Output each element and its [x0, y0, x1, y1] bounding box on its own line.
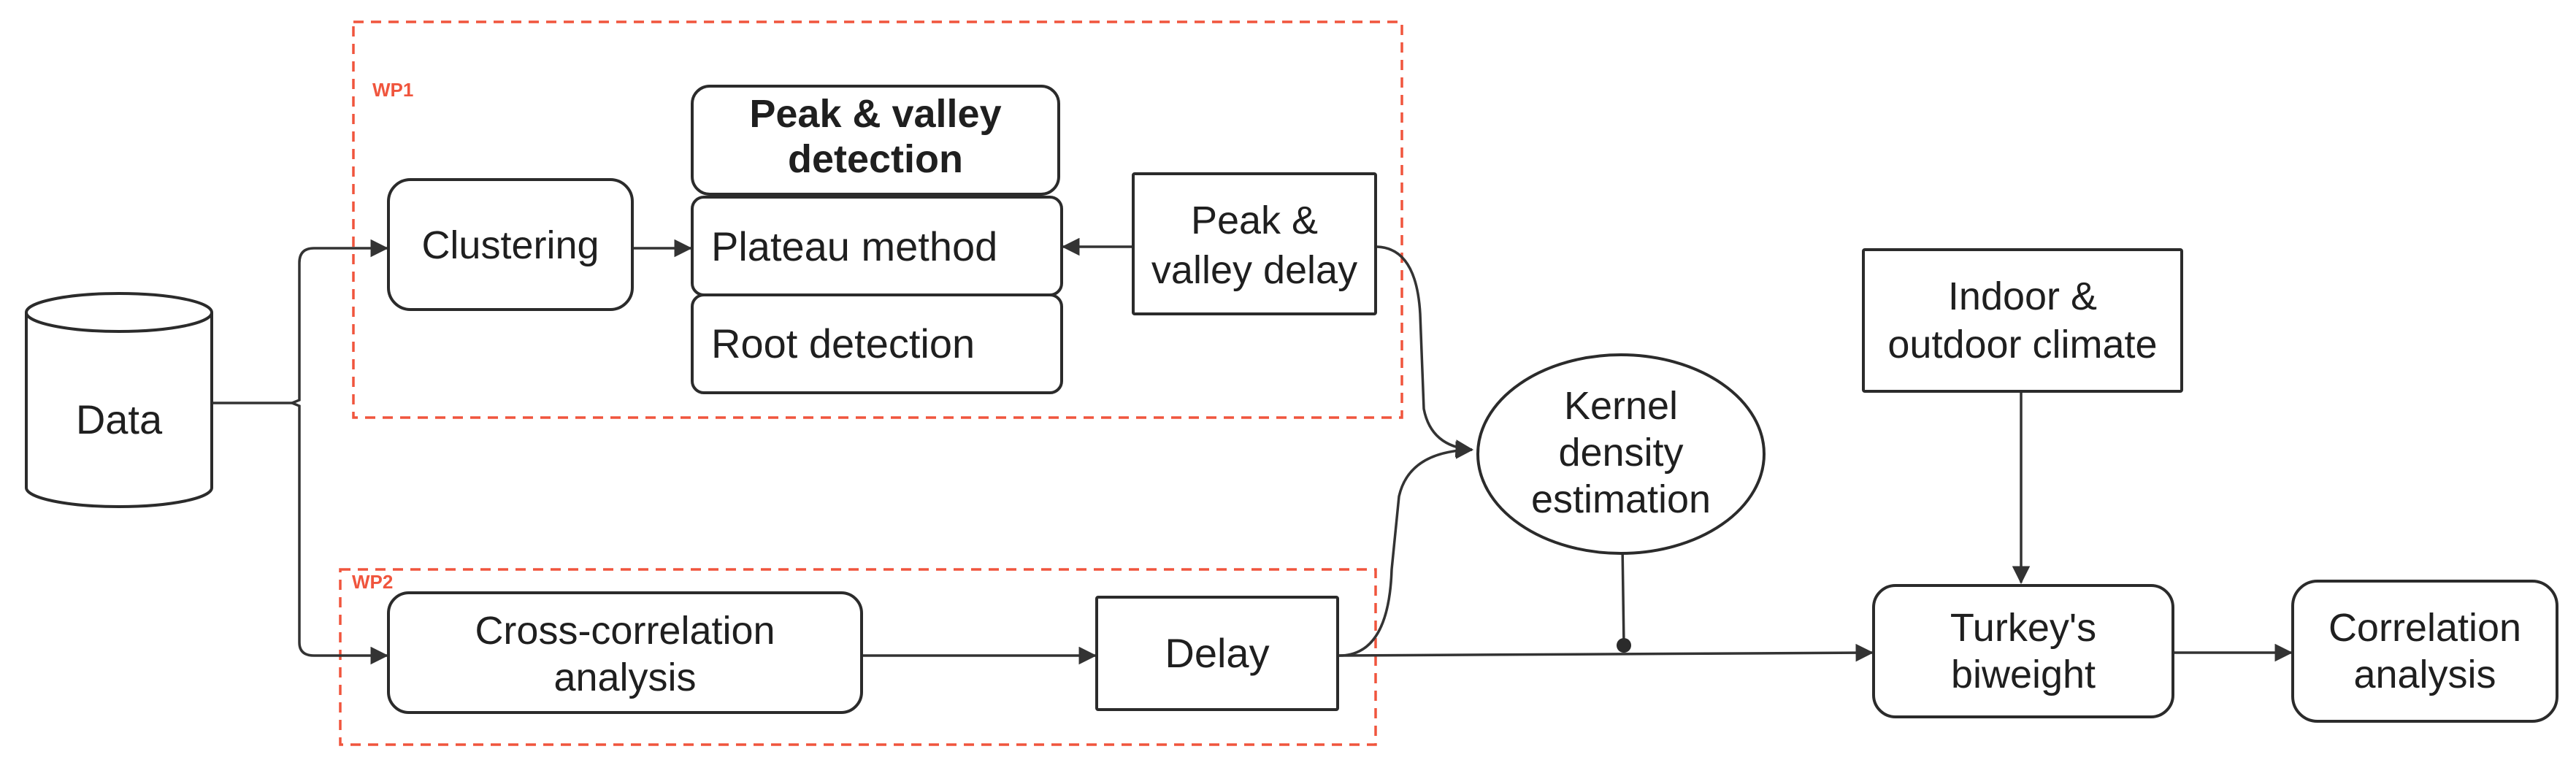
edge-data-to-clustering	[291, 239, 389, 404]
correlation-analysis-node: Correlation analysis	[2291, 580, 2558, 723]
peak-valley-delay-node: Peak & valley delay	[1132, 172, 1377, 315]
data-label: Data	[76, 396, 163, 442]
kernel-density-node: Kernel density estimation	[1476, 353, 1766, 555]
edge-peakdelay-to-kernel	[1376, 245, 1474, 458]
turkeys-biweight-node: Turkey's biweight	[1872, 584, 2174, 718]
data-cylinder: Data	[25, 292, 213, 508]
edges	[212, 237, 2293, 665]
kernel-density-line3: estimation	[1531, 477, 1711, 521]
turkeys-biweight-line1: Turkey's	[1950, 606, 2096, 650]
clustering-node: Clustering	[387, 178, 634, 311]
delay-node: Delay	[1095, 596, 1339, 711]
correlation-analysis-line1: Correlation	[2328, 606, 2521, 650]
junction-dot	[1617, 638, 1631, 653]
cross-correlation-line2: analysis	[553, 656, 696, 699]
delay-label: Delay	[1165, 630, 1269, 676]
peak-valley-detection-line2: detection	[788, 137, 963, 181]
wp1-frame: WP1	[352, 20, 1403, 419]
edge-data-to-cross-correlation	[291, 402, 389, 665]
wp2-frame: WP2	[339, 568, 1377, 746]
climate-line2: outdoor climate	[1887, 323, 2157, 366]
root-detection-label: Root detection	[711, 320, 975, 366]
clustering-label: Clustering	[421, 223, 599, 267]
climate-node: Indoor & outdoor climate	[1862, 248, 2183, 393]
peak-valley-detection-node: Peak & valley detection	[691, 85, 1060, 196]
climate-line1: Indoor &	[1948, 274, 2097, 318]
turkeys-biweight-line2: biweight	[1951, 653, 2096, 696]
edge-delay-to-kernel	[1337, 441, 1474, 657]
correlation-analysis-line2: analysis	[2353, 653, 2496, 696]
kernel-density-line2: density	[1558, 431, 1683, 475]
wp2-label: WP2	[352, 571, 393, 593]
peak-valley-delay-line2: valley delay	[1151, 248, 1357, 292]
root-detection-node: Root detection	[691, 293, 1063, 394]
edge-kernel-to-junction	[1621, 544, 1625, 646]
kernel-density-line1: Kernel	[1564, 384, 1678, 428]
peak-valley-detection-line1: Peak & valley	[749, 92, 1001, 136]
cross-correlation-node: Cross-correlation analysis	[387, 591, 863, 714]
edge-delay-to-biweight	[1337, 643, 1874, 662]
cross-correlation-line1: Cross-correlation	[475, 609, 775, 653]
peak-valley-delay-line1: Peak &	[1191, 199, 1318, 242]
plateau-method-label: Plateau method	[711, 223, 997, 269]
plateau-method-node: Plateau method	[691, 196, 1063, 296]
wp1-label: WP1	[372, 79, 413, 101]
